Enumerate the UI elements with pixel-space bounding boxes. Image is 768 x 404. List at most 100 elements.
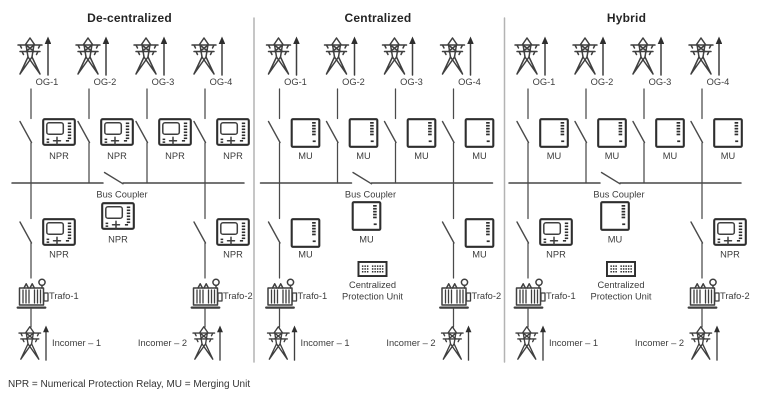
incomer-tower-icon <box>266 325 298 361</box>
disconnector-icon <box>574 120 588 144</box>
disconnector-icon <box>193 221 207 244</box>
central-protection-unit: Centralized Protection Unit <box>591 261 652 302</box>
device-label: MU <box>298 151 312 161</box>
device-label: NPR <box>49 250 69 260</box>
bus-coupler-switch-icon <box>352 171 373 185</box>
device-label: MU <box>608 235 622 245</box>
feeder-label: OG-1 <box>36 77 59 87</box>
transmission-tower-icon <box>630 36 664 76</box>
incomer-tower-icon <box>515 325 546 361</box>
centralized-protection-unit-icon <box>606 261 636 277</box>
transformer-icon <box>439 278 472 309</box>
feeder-og-3: OG-3 NPR <box>133 36 192 184</box>
incomer-label: Incomer – 1 <box>301 338 350 348</box>
bus-coupler-label: Bus Coupler <box>593 190 644 200</box>
transmission-tower-icon <box>191 36 225 76</box>
bus-coupler: Bus Coupler NPR <box>11 171 245 245</box>
transmission-tower-icon <box>323 36 358 76</box>
feeder-og-1: OG-1 MU <box>514 36 569 184</box>
bus-coupler: Bus Coupler MU <box>259 171 494 245</box>
transmission-tower-icon <box>17 36 51 76</box>
disconnector-icon <box>516 221 530 244</box>
disconnector-icon <box>135 120 149 144</box>
mu-icon <box>600 201 630 231</box>
feeder-label: OG-2 <box>591 77 614 87</box>
feeder-og-4: OG-4 MU <box>688 36 743 184</box>
npr-icon <box>216 218 250 246</box>
trafo-label: Trafo-2 <box>223 291 253 301</box>
bus-coupler-switch-icon <box>600 171 621 185</box>
transformer-bay-2: NPR Trafo-2 Incomer – 2 <box>635 182 750 361</box>
device-label: MU <box>472 250 486 260</box>
disconnector-icon <box>632 120 646 144</box>
feeder-og-4: OG-4 NPR <box>191 36 250 184</box>
incomer-label: Incomer – 2 <box>635 338 684 348</box>
feeder-label: OG-2 <box>94 77 117 87</box>
disconnector-icon <box>516 120 530 144</box>
transformer-icon <box>16 278 50 309</box>
feeder-label: OG-1 <box>284 77 307 87</box>
incomer-tower-icon <box>192 325 223 361</box>
disconnector-icon <box>267 221 281 244</box>
feeder-label: OG-2 <box>342 77 365 87</box>
disconnector-icon <box>19 221 33 244</box>
disconnector-icon <box>441 221 455 244</box>
device-label: NPR <box>223 151 243 161</box>
device-label: NPR <box>165 151 185 161</box>
npr-icon <box>42 218 76 246</box>
bus-coupler: Bus Coupler MU <box>508 171 742 245</box>
panel-title: Centralized <box>345 11 412 25</box>
mu-icon <box>464 218 495 248</box>
feeder-label: OG-3 <box>649 77 672 87</box>
panel-hybrid: Hybrid OG-1 MU OG-2 MU OG-3 MU <box>508 11 750 361</box>
transmission-tower-icon <box>439 36 474 76</box>
feeder-label: OG-4 <box>458 77 481 87</box>
transformer-bay-2: NPR Trafo-2 Incomer – 2 <box>138 182 253 361</box>
disconnector-icon <box>77 120 91 144</box>
feeder-label: OG-1 <box>533 77 556 87</box>
device-label: MU <box>359 235 373 245</box>
trafo-label: Trafo-1 <box>49 291 79 301</box>
transformer-icon <box>190 278 224 309</box>
bus-coupler-switch-icon <box>103 171 124 185</box>
transmission-tower-icon <box>688 36 722 76</box>
panel-decentralized: De-centralized OG-1 NPR OG-2 NPR OG-3 <box>11 11 253 361</box>
transmission-tower-icon <box>381 36 416 76</box>
transmission-tower-icon <box>514 36 548 76</box>
device-label: MU <box>298 250 312 260</box>
transformer-icon <box>687 278 721 309</box>
mu-icon <box>406 118 437 148</box>
disconnector-icon <box>690 221 704 244</box>
feeder-label: OG-3 <box>400 77 423 87</box>
transformer-bay-1: NPR Trafo-1 Incomer – 1 <box>16 182 101 361</box>
disconnector-icon <box>325 120 339 144</box>
npr-icon <box>158 118 192 146</box>
mu-icon <box>348 118 379 148</box>
mu-icon <box>597 118 627 148</box>
feeder-label: OG-3 <box>152 77 175 87</box>
centralized-protection-unit-icon <box>357 261 388 277</box>
device-label: NPR <box>546 250 566 260</box>
incomer-label: Incomer – 2 <box>138 338 187 348</box>
device-label: MU <box>721 151 735 161</box>
mu-icon <box>655 118 685 148</box>
mu-icon <box>290 118 321 148</box>
cpu-label-line2: Protection Unit <box>591 292 652 302</box>
cpu-label-line1: Centralized <box>597 280 644 290</box>
transmission-tower-icon <box>133 36 167 76</box>
disconnector-icon <box>267 120 281 144</box>
incomer-tower-icon <box>18 325 49 361</box>
feeder-og-3: OG-3 MU <box>630 36 685 184</box>
device-label: MU <box>605 151 619 161</box>
device-label: NPR <box>720 250 740 260</box>
disconnector-icon <box>193 120 207 144</box>
disconnector-icon <box>19 120 33 144</box>
device-label: NPR <box>107 151 127 161</box>
transformer-bay-2: MU Trafo-2 Incomer – 2 <box>386 182 501 361</box>
feeder-label: OG-4 <box>707 77 730 87</box>
mu-icon <box>351 201 382 231</box>
central-protection-unit: Centralized Protection Unit <box>342 261 403 302</box>
transmission-tower-icon <box>265 36 300 76</box>
mu-icon <box>290 218 321 248</box>
